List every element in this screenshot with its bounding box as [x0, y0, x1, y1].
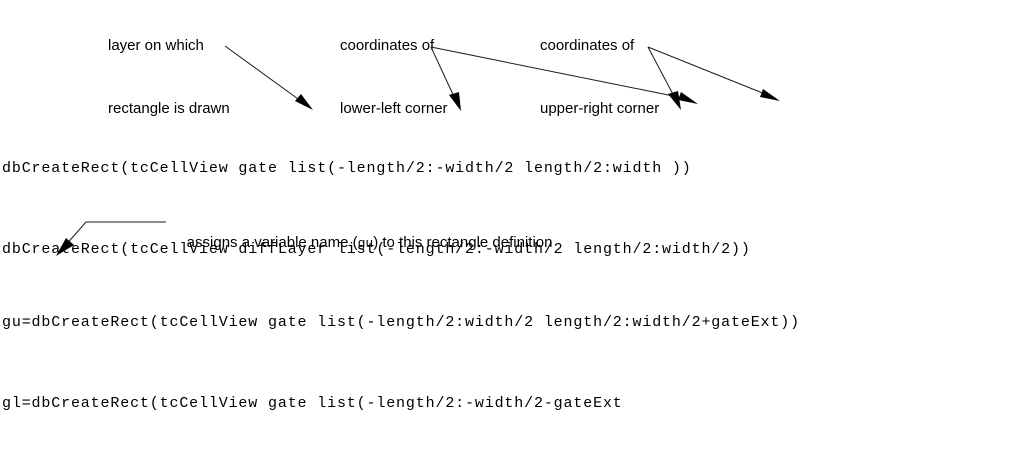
callout-variable-name-before: assigns a variable name ( — [186, 234, 358, 251]
callout-assigns-a-variable-name: assigns a variable name (gu) to this rec… — [170, 211, 553, 275]
callout-variable-name-after: ) to this rectangle definition — [373, 234, 553, 251]
code-line-gu: gu=dbCreateRect(tcCellView gate list(-le… — [2, 314, 800, 331]
callout-lower-left-line-2: lower-left corner — [340, 100, 448, 117]
callout-upper-right-line-1: coordinates of — [540, 37, 635, 54]
callout-upper-right-line-2: upper-right corner — [540, 100, 660, 117]
code-line-gl: gl=dbCreateRect(tcCellView gate list(-le… — [2, 395, 623, 412]
arrow-to-upper-right-corner-line2 — [647, 46, 780, 101]
code-block-bottom: gu=dbCreateRect(tcCellView gate list(-le… — [2, 255, 800, 456]
callout-coordinates-of-lower-left-corner: coordinates of lower-left corner — [340, 0, 448, 161]
callout-variable-name-mono: gu — [357, 236, 374, 251]
callout-lower-left-line-1: coordinates of — [340, 37, 435, 54]
callout-layer-line-1: layer on which — [108, 37, 204, 54]
code-line-rect-gate: dbCreateRect(tcCellView gate list(-lengt… — [2, 160, 692, 177]
callout-layer-line-2: rectangle is drawn — [108, 100, 230, 117]
callout-layer-on-which-rectangle-is-drawn: layer on which rectangle is drawn — [108, 0, 230, 161]
